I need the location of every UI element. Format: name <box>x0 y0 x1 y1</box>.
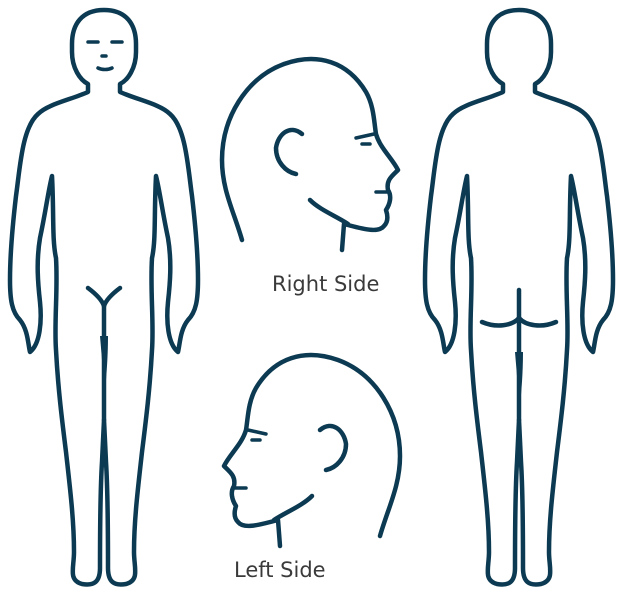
right-jaw <box>310 200 348 224</box>
left-ear <box>320 426 346 470</box>
left-jaw <box>274 496 312 520</box>
front-body-outline <box>10 10 198 584</box>
left-eyebrow <box>248 430 266 434</box>
back-inner-leg-shadow <box>515 352 523 416</box>
front-mouth <box>98 68 112 70</box>
right-side-head-figure <box>222 59 398 250</box>
front-groin <box>88 288 120 306</box>
front-body-figure <box>10 10 198 584</box>
right-head-outline <box>222 59 398 250</box>
left-head-outline <box>224 355 400 546</box>
left-side-head-figure <box>224 355 400 546</box>
right-side-label: Right Side <box>272 272 379 296</box>
back-body-figure <box>425 10 613 584</box>
front-inner-leg-shadow <box>100 336 108 404</box>
left-side-label: Left Side <box>234 558 326 582</box>
right-ear <box>276 130 302 174</box>
right-eyebrow <box>356 134 374 138</box>
